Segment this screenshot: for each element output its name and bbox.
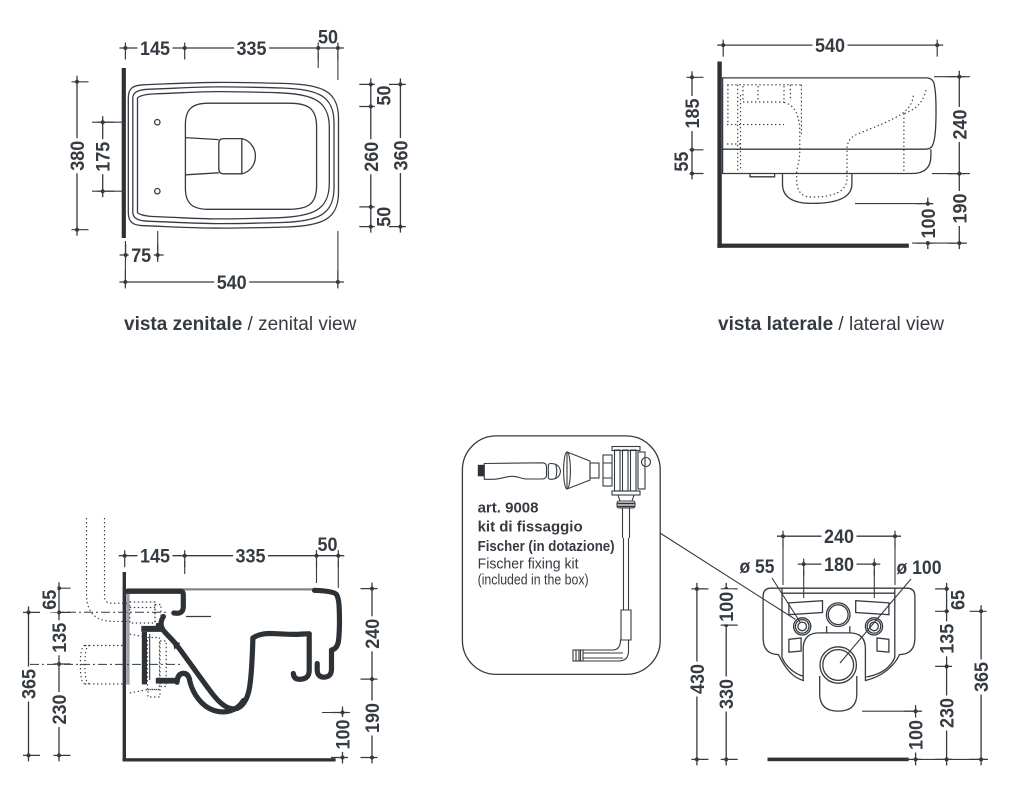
svg-text:100: 100 — [906, 720, 928, 750]
svg-text:55: 55 — [671, 151, 693, 171]
svg-text:75: 75 — [131, 245, 151, 267]
svg-text:540: 540 — [217, 272, 247, 294]
svg-text:100: 100 — [716, 592, 738, 622]
svg-text:145: 145 — [140, 38, 170, 60]
svg-text:190: 190 — [949, 193, 971, 223]
svg-text:260: 260 — [361, 142, 383, 172]
svg-text:ø 55: ø 55 — [740, 556, 775, 578]
svg-text:430: 430 — [687, 664, 709, 694]
svg-text:Fischer fixing kit: Fischer fixing kit — [478, 556, 580, 573]
svg-text:(included in the box): (included in the box) — [478, 572, 589, 589]
svg-text:230: 230 — [49, 694, 71, 724]
svg-text:240: 240 — [362, 619, 384, 649]
svg-text:240: 240 — [824, 526, 854, 548]
svg-text:380: 380 — [67, 141, 89, 171]
svg-text:100: 100 — [918, 208, 940, 238]
svg-text:50: 50 — [373, 207, 395, 227]
svg-text:135: 135 — [937, 624, 959, 654]
svg-text:kit di fissaggio: kit di fissaggio — [478, 519, 583, 536]
svg-text:50: 50 — [373, 85, 395, 105]
svg-text:Fischer (in dotazione): Fischer (in dotazione) — [478, 538, 615, 555]
svg-text:365: 365 — [971, 662, 993, 692]
svg-text:65: 65 — [948, 590, 970, 610]
svg-text:145: 145 — [140, 546, 170, 568]
svg-text:185: 185 — [682, 98, 704, 128]
svg-text:335: 335 — [237, 38, 267, 60]
svg-text:180: 180 — [824, 554, 854, 576]
svg-text:540: 540 — [815, 35, 845, 57]
svg-text:335: 335 — [236, 546, 266, 568]
svg-text:100: 100 — [333, 719, 355, 749]
svg-text:230: 230 — [937, 698, 959, 728]
svg-text:365: 365 — [19, 669, 41, 699]
svg-text:240: 240 — [949, 109, 971, 139]
svg-text:360: 360 — [390, 140, 412, 170]
svg-text:190: 190 — [362, 703, 384, 733]
svg-text:art. 9008: art. 9008 — [478, 500, 539, 517]
svg-text:50: 50 — [318, 534, 338, 556]
svg-text:175: 175 — [93, 142, 115, 172]
svg-text:65: 65 — [39, 590, 61, 610]
svg-text:135: 135 — [49, 623, 71, 653]
svg-text:50: 50 — [318, 27, 338, 49]
svg-text:vista zenitale / zenital view: vista zenitale / zenital view — [124, 314, 357, 335]
svg-text:vista laterale / lateral view: vista laterale / lateral view — [718, 314, 944, 335]
svg-text:ø 100: ø 100 — [897, 557, 942, 579]
svg-text:330: 330 — [716, 679, 738, 709]
